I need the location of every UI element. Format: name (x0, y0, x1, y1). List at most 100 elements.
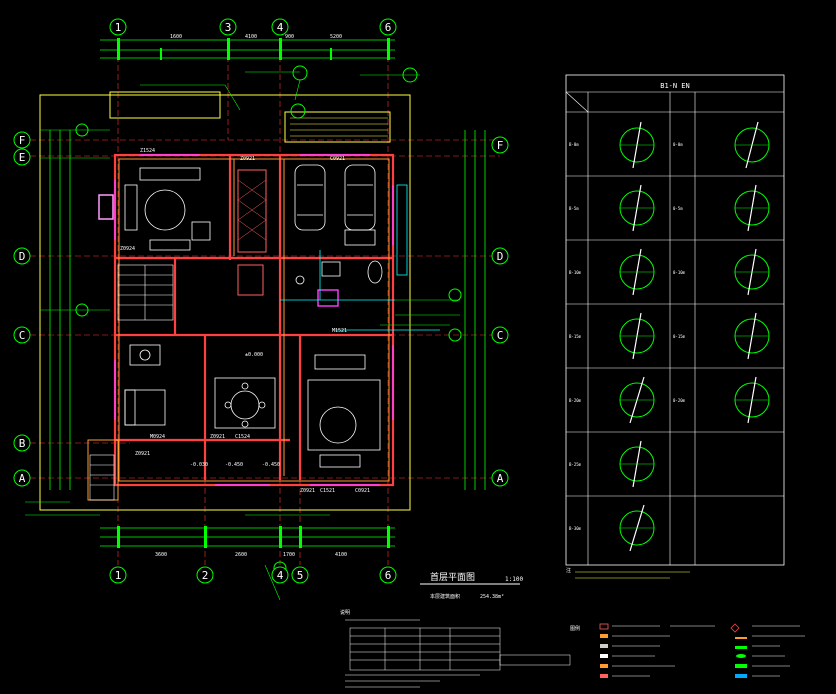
door-tag: Z0924 (120, 246, 135, 252)
top-axis-bubbles: 1 3 4 6 (109, 18, 397, 36)
windows (114, 154, 394, 486)
front-terrace (109, 91, 221, 119)
bottom-axis-label: 4 (277, 569, 284, 582)
bottom-axis-label: 2 (202, 569, 209, 582)
notes-heading: 说明 (340, 609, 350, 616)
living-furniture (124, 167, 211, 251)
left-axis-label: E (19, 151, 26, 164)
door-tag: Z1524 (140, 148, 155, 154)
dimension-text: 1600 4100 900 5200 3600 2600 1700 4100 (155, 34, 347, 558)
elevation: -0.450 (225, 462, 243, 468)
entry-steps (89, 454, 115, 501)
bottom-axis-label: 1 (115, 569, 122, 582)
stair-block (237, 169, 267, 253)
door-tag: M1521 (332, 328, 347, 334)
garage-cars (294, 164, 376, 246)
elevation: ±0.000 (245, 352, 263, 358)
plan-scale: 1:100 (505, 576, 523, 583)
bath-fixtures (295, 260, 383, 285)
top-axis-label: 1 (115, 21, 122, 34)
left-axis-label: C (19, 329, 26, 342)
dining-furniture (214, 354, 366, 429)
floor-plan: 1 3 4 6 1 2 4 5 6 F E D (13, 18, 523, 601)
door-tag: C0921 (355, 488, 370, 494)
left-axis-label: B (19, 437, 26, 450)
table-row-labels: B-0m B-5m B-10m B-15m B-20m B-25m B-30m … (569, 142, 686, 531)
site-outline (39, 94, 411, 511)
legend-block: 图例 (570, 623, 805, 678)
dim-value: 3600 (155, 552, 167, 558)
ramp-hatch (290, 117, 388, 137)
row-label: B-0m (569, 142, 579, 147)
dim-value: 2600 (235, 552, 247, 558)
dim-value: 900 (285, 34, 294, 40)
right-axis-bubbles: F D C A (491, 136, 509, 487)
compass-cross (620, 144, 769, 529)
right-axis-label: C (497, 329, 504, 342)
legend-heading: 图例 (570, 625, 580, 632)
dim-value: 4100 (245, 34, 257, 40)
elevation: -0.030 (190, 462, 208, 468)
left-axis-label: F (19, 134, 26, 147)
area-value: 254.38m² (480, 594, 504, 600)
col-label: 0-10m (673, 270, 686, 275)
row-label: B-10m (569, 270, 582, 275)
top-axis-label: 4 (277, 21, 284, 34)
note-lines (575, 571, 690, 579)
plan-title: 首层平面图 (430, 571, 475, 583)
col-label: 0-0m (673, 142, 683, 147)
table-note: 注 (566, 567, 571, 574)
garage-ramp (284, 111, 391, 143)
area-label: 本层建筑面积 (430, 593, 460, 600)
bottom-axis-bubbles: 1 2 4 5 6 (109, 566, 397, 584)
dim-value: 1700 (283, 552, 295, 558)
stair-hatch (237, 179, 267, 241)
col-label: 0-15m (673, 334, 686, 339)
right-axis-label: F (497, 139, 504, 152)
dim-ticks (117, 38, 390, 548)
left-axis-label: D (19, 250, 26, 263)
door-tag: C1521 (320, 488, 335, 494)
stair-block-2 (237, 264, 264, 296)
bedroom-furniture (124, 344, 166, 426)
door-tags: Z0924 Z0921 Z1524 M0924 Z0921 C1524 Z092… (120, 148, 370, 494)
row-label: B-25m (569, 462, 582, 467)
row-label: B-5m (569, 206, 579, 211)
door-tag: M0924 (150, 434, 165, 440)
right-axis-label: A (497, 472, 504, 485)
door-tag: C1524 (235, 434, 250, 440)
dim-value: 5200 (330, 34, 342, 40)
top-axis-label: 3 (225, 21, 232, 34)
fireplace (98, 194, 114, 220)
left-axis-label: A (19, 472, 26, 485)
dim-value: 4100 (335, 552, 347, 558)
compass-markers (619, 127, 770, 546)
door-tag: Z0921 (300, 488, 315, 494)
staircase (117, 264, 174, 321)
services (280, 184, 440, 331)
bottom-axis-label: 5 (297, 569, 304, 582)
notes-lines (345, 619, 480, 688)
compass-needles (629, 121, 759, 552)
right-axis-label: D (497, 250, 504, 263)
door-tag: Z0921 (240, 156, 255, 162)
detail-table: B1-N EN B-0m B-5m B-10m B-15m B-20m B-25… (565, 74, 785, 579)
row-label: B-20m (569, 398, 582, 403)
elevation: -0.450 (262, 462, 280, 468)
family-furniture (307, 379, 381, 468)
left-axis-bubbles: F E D C B A (13, 131, 31, 487)
row-label: B-15m (569, 334, 582, 339)
door-tag: Z0921 (135, 451, 150, 457)
row-label: B-30m (569, 526, 582, 531)
notes-block: 说明 (340, 609, 571, 688)
leaders (25, 71, 460, 601)
table-header: B1-N EN (660, 82, 690, 90)
door-tag: C0921 (330, 156, 345, 162)
dim-value: 1600 (170, 34, 182, 40)
top-axis-label: 6 (385, 21, 392, 34)
walls (113, 153, 395, 487)
bottom-axis-label: 6 (385, 569, 392, 582)
col-label: 0-20m (673, 398, 686, 403)
col-label: 0-5m (673, 206, 683, 211)
